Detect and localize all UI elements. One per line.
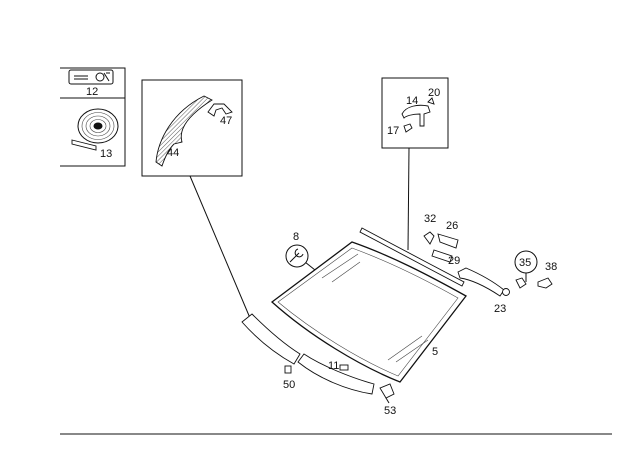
callout-12: 12 <box>86 86 98 98</box>
tool-symbol-icon <box>95 72 105 82</box>
callout-8: 8 <box>293 231 299 243</box>
lower-moulding-center <box>297 353 375 395</box>
callout-26: 26 <box>446 220 458 232</box>
callout-38: 38 <box>545 261 557 273</box>
clip-assembly-26-29-32 <box>423 231 459 263</box>
callout-32: 32 <box>424 213 436 225</box>
wiper-linkage-23 <box>457 267 505 297</box>
lower-moulding-left <box>241 313 301 365</box>
callout-35: 35 <box>519 257 531 269</box>
clip-50 <box>284 365 292 374</box>
wrench-symbol-icon <box>285 244 309 268</box>
callout-13: 13 <box>100 148 112 160</box>
windshield-glass-5 <box>270 241 467 383</box>
nut-35 <box>515 277 527 289</box>
detail-box-tape: 12 13 <box>60 67 126 167</box>
callout-53: 53 <box>384 405 396 417</box>
detail-box-seal-profile: 44 47 <box>141 79 243 177</box>
callout-5: 5 <box>432 346 438 358</box>
mirror-mount-14 <box>401 104 431 127</box>
upper-trim-strip <box>359 227 465 287</box>
detail-box-mirror-mount: 14 20 17 <box>381 77 449 149</box>
callout-47: 47 <box>220 115 232 127</box>
clip-11 <box>339 364 349 371</box>
callout-44: 44 <box>167 147 179 159</box>
screw-38 <box>537 277 553 289</box>
callout-17: 17 <box>387 125 399 137</box>
callout-29: 29 <box>448 255 460 267</box>
corner-seal-44 <box>155 95 213 167</box>
clip-47 <box>207 103 233 117</box>
clip-20 <box>427 97 435 105</box>
bracket-53 <box>379 383 395 399</box>
callout-50: 50 <box>283 379 295 391</box>
callout-20: 20 <box>428 87 440 99</box>
callout-11: 11 <box>328 360 339 372</box>
screw-17 <box>403 123 413 133</box>
callout-14: 14 <box>406 95 418 107</box>
tape-roll-illustration <box>71 108 119 151</box>
callout-23: 23 <box>494 303 506 315</box>
